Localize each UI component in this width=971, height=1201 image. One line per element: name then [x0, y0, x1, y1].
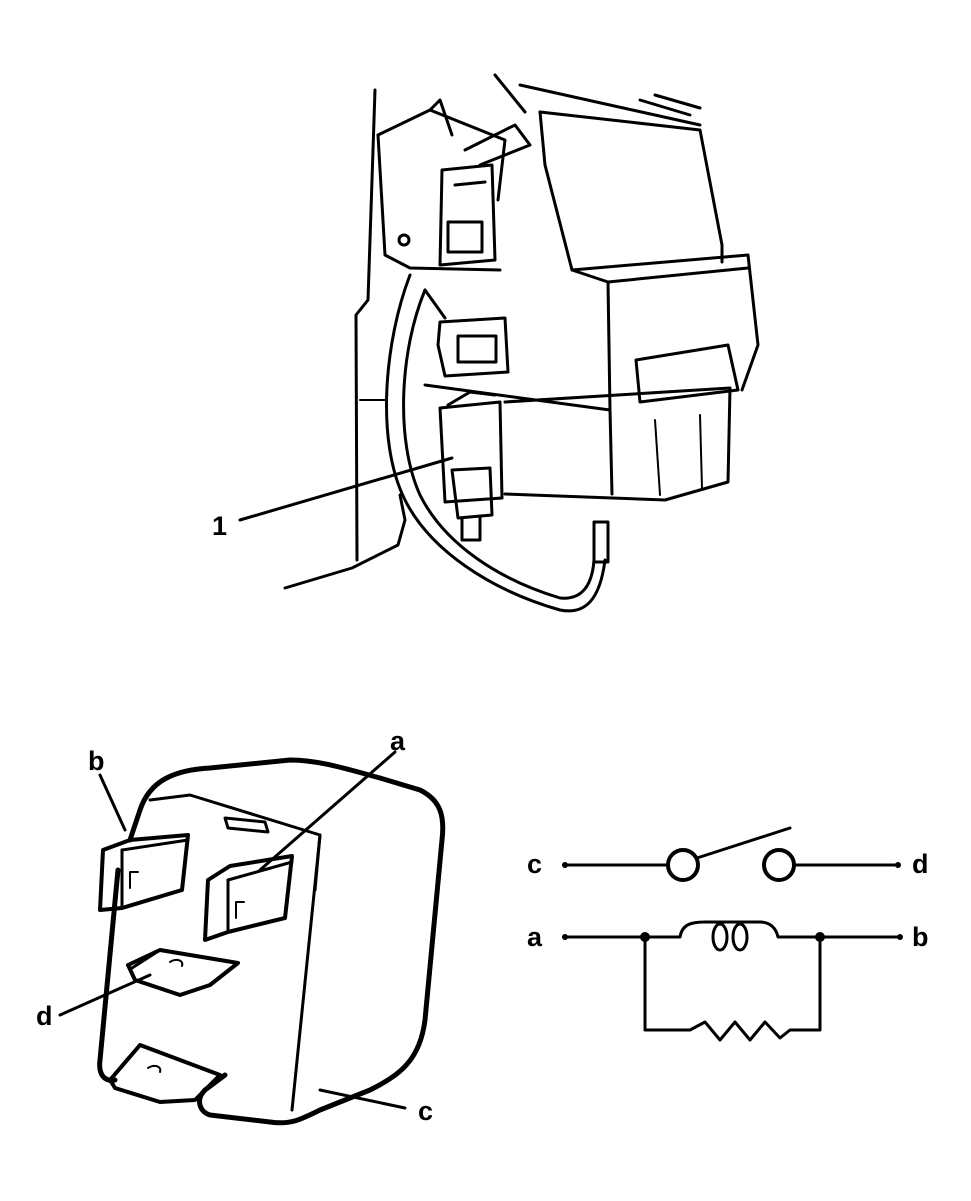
schematic-label-d: d [912, 849, 929, 879]
callout-d: d [36, 1001, 53, 1031]
relay-schematic [562, 826, 903, 1042]
callout-1: 1 [212, 511, 227, 541]
schematic-label-b: b [912, 922, 929, 952]
schematic-label-c: c [527, 849, 542, 879]
callout-b: b [88, 746, 105, 776]
schematic-label-a: a [527, 922, 543, 952]
relay-pin-view [58, 750, 446, 1126]
relay-location-view [238, 73, 760, 613]
callout-a: a [390, 726, 406, 756]
callout-c: c [418, 1096, 433, 1126]
